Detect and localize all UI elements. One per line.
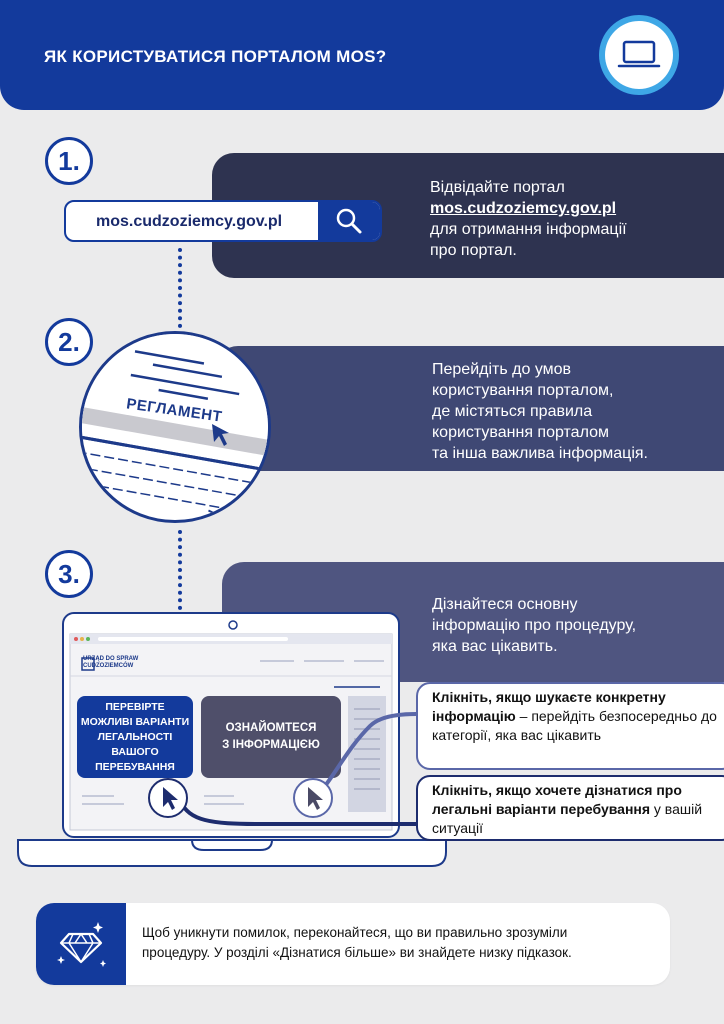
search-text: mos.cudzoziemcy.gov.pl [96, 213, 283, 230]
button-line: ЛЕГАЛЬНОСТІ [97, 730, 173, 743]
step2-line: користування порталом [432, 424, 609, 441]
search-bar[interactable]: mos.cudzoziemcy.gov.pl [64, 200, 382, 242]
button-line: МОЖЛИВІ ВАРІАНТИ [80, 715, 190, 728]
step1-text: Відвідайте портал mos.cudzoziemcy.gov.pl… [430, 177, 627, 261]
office-logo-text: URZĄD DO SPRAW CUDZOZIEMCÓW [83, 656, 138, 670]
callout-rest: у вашій ситуації [432, 801, 703, 836]
step1-line3: для отримання інформації [430, 221, 627, 238]
callout-bold: Клікніть, якщо шукаєте конкретну інформа… [432, 689, 666, 724]
search-button[interactable] [318, 202, 380, 240]
step2-line: Перейдіть до умов [432, 361, 572, 378]
tip-line2: процедуру. У розділі «Дізнатися більше» … [142, 945, 572, 960]
diamond-icon [36, 903, 126, 985]
search-icon [336, 208, 362, 234]
cursor-circle [148, 778, 188, 818]
step2-text: Перейдіть до умов користування порталом,… [432, 359, 648, 464]
logo-line2: CUDZOZIEMCÓW [83, 663, 134, 669]
step3-line: інформацію про процедуру, [432, 617, 637, 634]
check-legal-options-button[interactable]: ПЕРЕВІРТЕ МОЖЛИВІ ВАРІАНТИ ЛЕГАЛЬНОСТІ В… [77, 696, 193, 778]
step1-panel: Відвідайте портал mos.cudzoziemcy.gov.pl… [212, 153, 724, 278]
step2-line: та інша важлива інформація. [432, 445, 648, 462]
button-line: ПЕРЕБУВАННЯ [95, 760, 175, 773]
button-line: ПЕРЕВІРТЕ [105, 700, 165, 713]
connector-dots [178, 530, 186, 610]
callout-specific-info: Клікніть, якщо шукаєте конкретну інформа… [416, 682, 724, 770]
step2-line: де містяться правила [432, 403, 593, 420]
button-line: З ІНФОРМАЦІЄЮ [222, 739, 320, 751]
read-info-button[interactable]: ОЗНАЙОМТЕСЯ З ІНФОРМАЦІЄЮ [201, 696, 341, 778]
step2-panel: Перейдіть до умов користування порталом,… [216, 346, 724, 471]
step-number-3: 3. [45, 550, 93, 598]
laptop-icon [599, 15, 679, 95]
cursor-icon [163, 787, 178, 810]
step-number-1: 1. [45, 137, 93, 185]
regulations-illustration: РЕГЛАМЕНТ [79, 331, 271, 523]
cursor-circle [293, 778, 333, 818]
step1-line1: Відвідайте портал [430, 179, 565, 196]
step3-line: Дізнайтеся основну [432, 596, 578, 613]
cursor-icon [308, 787, 323, 810]
page-title: ЯК КОРИСТУВАТИСЯ ПОРТАЛОМ MOS? [44, 47, 387, 66]
button-line: ВАШОГО [111, 745, 159, 758]
step3-text: Дізнайтеся основну інформацію про процед… [432, 594, 636, 657]
callout-rest: – перейдіть безпосередньо до категорії, … [432, 708, 717, 743]
step2-line: користування порталом, [432, 382, 614, 399]
tip-line1: Щоб уникнути помилок, переконайтеся, що … [142, 925, 568, 940]
laptop-base [17, 839, 447, 867]
button-line: ОЗНАЙОМТЕСЯ [225, 722, 317, 734]
tip-text: Щоб уникнути помилок, переконайтеся, що … [142, 923, 652, 963]
portal-link[interactable]: mos.cudzoziemcy.gov.pl [430, 200, 617, 217]
step1-line4: про портал. [430, 242, 517, 259]
step3-line: яка вас цікавить. [432, 638, 558, 655]
logo-line1: URZĄD DO SPRAW [83, 656, 139, 662]
connector-dots [178, 248, 186, 328]
callout-bold: Клікніть, якщо хочете дізнатися про лега… [432, 782, 682, 817]
tip-box: Щоб уникнути помилок, переконайтеся, що … [36, 903, 670, 985]
callout-legal-options: Клікніть, якщо хочете дізнатися про лега… [416, 775, 724, 841]
